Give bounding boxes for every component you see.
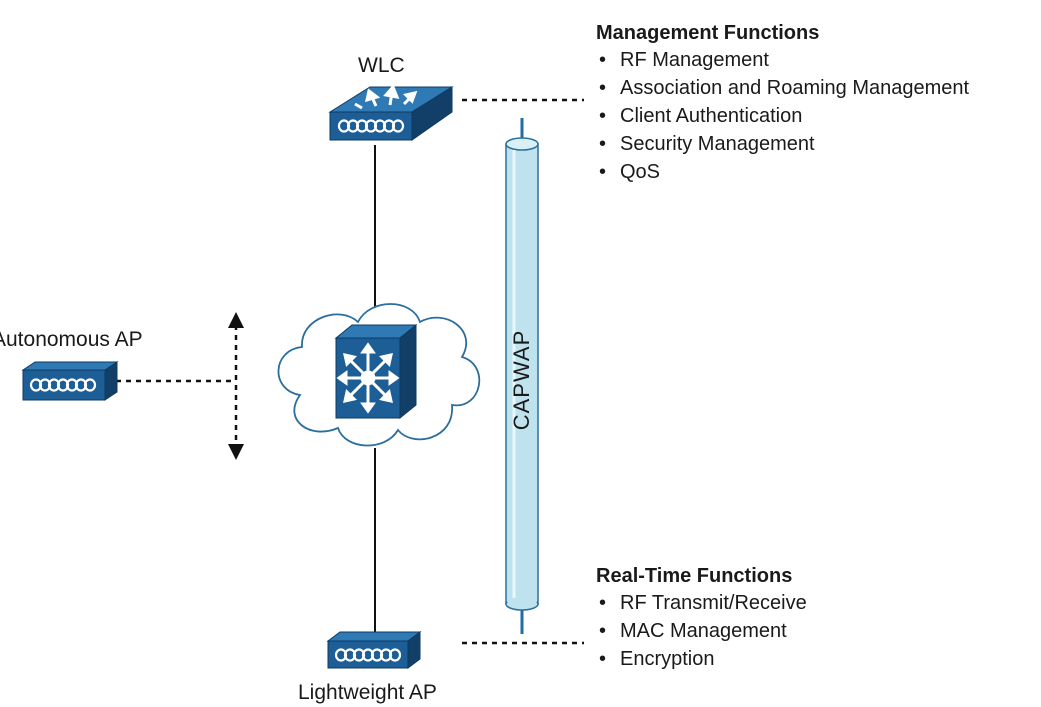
- lightweight-ap-device-icon: [326, 631, 422, 669]
- realtime-functions-panel: Real-Time Functions RF Transmit/Receive …: [596, 563, 807, 673]
- management-functions-list: RF Management Association and Roaming Ma…: [596, 46, 969, 186]
- autonomous-ap-device-icon: [21, 361, 119, 401]
- list-item: RF Transmit/Receive: [596, 589, 807, 617]
- list-item: Security Management: [596, 130, 969, 158]
- capwap-tunnel-icon: [505, 118, 539, 634]
- list-item: MAC Management: [596, 617, 807, 645]
- list-item: Association and Roaming Management: [596, 74, 969, 102]
- list-item: RF Management: [596, 46, 969, 74]
- wlc-device-icon: [328, 84, 454, 141]
- wlc-label: WLC: [358, 54, 405, 77]
- management-functions-panel: Management Functions RF Management Assoc…: [596, 20, 969, 186]
- capwap-label: CAPWAP: [509, 329, 534, 431]
- list-item: Client Authentication: [596, 102, 969, 130]
- roaming-arrow-icon: [228, 312, 244, 460]
- realtime-functions-title: Real-Time Functions: [596, 565, 793, 587]
- autonomous-ap-label: Autonomous AP: [0, 328, 143, 351]
- lightweight-ap-label: Lightweight AP: [298, 681, 437, 704]
- management-functions-title: Management Functions: [596, 22, 820, 44]
- realtime-functions-list: RF Transmit/Receive MAC Management Encry…: [596, 589, 807, 673]
- multilayer-switch-icon: [334, 323, 418, 420]
- list-item: Encryption: [596, 645, 807, 673]
- list-item: QoS: [596, 158, 969, 186]
